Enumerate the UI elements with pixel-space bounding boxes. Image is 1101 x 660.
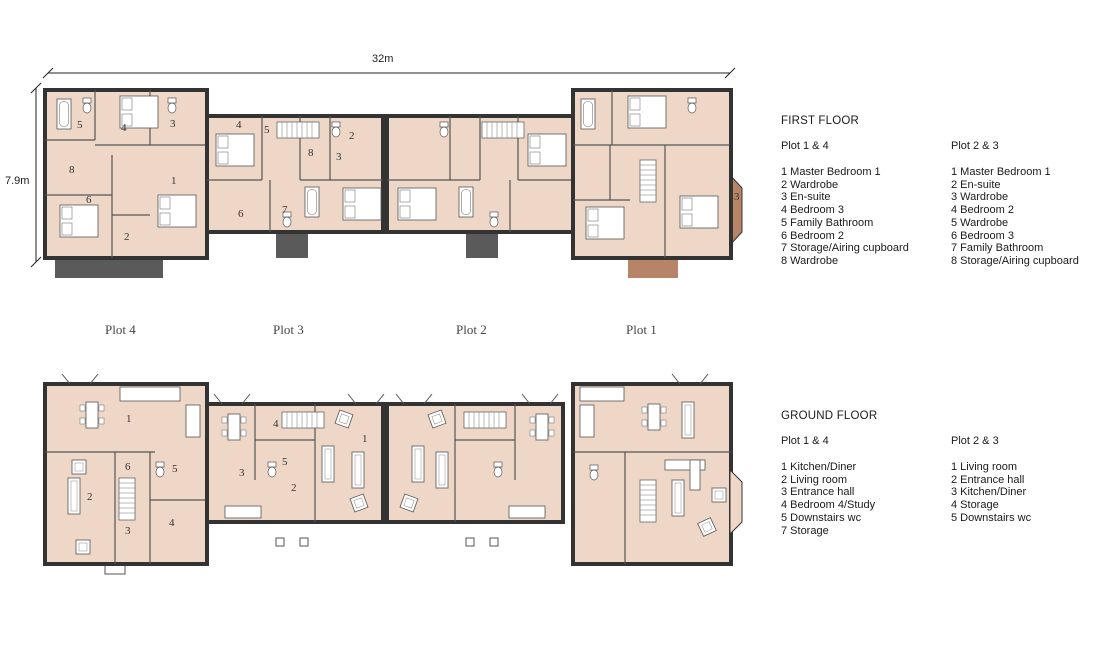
- ff-plot4-room-label: 6: [86, 194, 92, 206]
- depth-dimension-label: 7.9m: [5, 175, 30, 187]
- gf-plot3-room-label: 1: [362, 433, 368, 445]
- ff-plot4-room-label: 1: [171, 175, 177, 187]
- ff-plot4-room-label: 2: [124, 231, 130, 243]
- plot-4-label: Plot 4: [105, 322, 136, 337]
- plot-3-label: Plot 3: [273, 322, 304, 337]
- ground-floor-title: GROUND FLOOR: [781, 410, 878, 422]
- gf-plot4-room-label: 3: [125, 525, 131, 537]
- legend-item: 5 Downstairs wc: [781, 511, 862, 524]
- first-floor-title: FIRST FLOOR: [781, 115, 860, 127]
- first-floor-legend: FIRST FLOOR Plot 1 & 4 Plot 2 & 3 1 Mast…: [781, 115, 1091, 275]
- legend-item: 8 Wardrobe: [781, 254, 839, 267]
- gf-plot4-room-label: 4: [169, 517, 175, 529]
- legend-item: 2 Entrance hall: [951, 473, 1025, 486]
- ground-floor-right-list: 1 Living room 2 Entrance hall 3 Kitchen/…: [951, 461, 1031, 525]
- legend-item: 7 Storage: [781, 524, 829, 537]
- gf-plot4-room-label: 1: [126, 413, 132, 425]
- gf-plot-4: 1 6 5 2 3 4: [43, 373, 209, 575]
- gf-plot3-room-label: 5: [282, 456, 288, 468]
- plot-1-label: Plot 1: [626, 322, 657, 337]
- ff-plot4-room-label: 5: [77, 119, 83, 131]
- ff-plot-2: [385, 114, 575, 258]
- legend-item: 3 Kitchen/Diner: [951, 486, 1027, 499]
- ff-plot-4: 5 4 3 1 8 6 2: [43, 88, 209, 278]
- width-dimension: [42, 67, 736, 79]
- legend-item: 2 En-suite: [951, 178, 1001, 191]
- legend-item: 6 Bedroom 3: [951, 229, 1014, 242]
- ff-plot3-room-label: 4: [236, 119, 242, 131]
- legend-item: 1 Living room: [951, 461, 1018, 473]
- width-dimension-label: 32m: [372, 53, 394, 65]
- legend-item: 7 Family Bathroom: [951, 242, 1044, 255]
- gf-plot3-room-label: 2: [291, 482, 297, 494]
- legend-item: 4 Bedroom 4/Study: [781, 499, 876, 512]
- legend-item: 5 Downstairs wc: [951, 511, 1032, 524]
- ff-plot3-room-label: 3: [336, 151, 342, 163]
- ground-floor-right-heading: Plot 2 & 3: [951, 435, 999, 447]
- first-floor-right-heading: Plot 2 & 3: [951, 140, 999, 152]
- first-floor-plan: 5 4 3 1 8 6 2 4: [43, 88, 743, 278]
- first-floor-left-heading: Plot 1 & 4: [781, 140, 829, 152]
- ff-plot3-room-label: 5: [264, 124, 270, 136]
- legend-item: 3 En-suite: [781, 191, 831, 204]
- legend-item: 8 Storage/Airing cupboard: [951, 254, 1079, 267]
- ff-plot4-room-label: 3: [170, 118, 176, 130]
- gf-plot3-room-label: 3: [239, 467, 245, 479]
- legend-item: 1 Kitchen/Diner: [781, 461, 857, 473]
- ff-plot3-room-label: 8: [308, 147, 314, 159]
- legend-item: 7 Storage/Airing cupboard: [781, 242, 909, 255]
- ff-plot4-room-label: 4: [121, 122, 127, 134]
- gf-plot-2: [385, 393, 565, 547]
- legend-item: 4 Storage: [951, 499, 999, 512]
- gf-plot3-room-label: 4: [273, 418, 279, 430]
- ground-floor-legend: GROUND FLOOR Plot 1 & 4 Plot 2 & 3 1 Kit…: [781, 410, 1091, 550]
- gf-plot-3: 4 5 3 1 2: [205, 393, 385, 547]
- ground-floor-left-heading: Plot 1 & 4: [781, 435, 829, 447]
- ff-plot3-room-label: 7: [282, 204, 288, 216]
- gf-plot4-room-label: 6: [125, 461, 131, 473]
- legend-item: 4 Bedroom 2: [951, 204, 1014, 217]
- ff-plot3-room-label: 2: [349, 130, 355, 142]
- legend-item: 2 Living room: [781, 473, 848, 486]
- ff-plot-3: 4 5 2 8 3 6 7: [205, 114, 385, 258]
- legend-item: 5 Wardrobe: [951, 216, 1009, 229]
- legend-item: 1 Master Bedroom 1: [781, 166, 881, 178]
- ff-plot4-room-label: 8: [69, 164, 75, 176]
- legend-item: 4 Bedroom 3: [781, 204, 844, 217]
- legend-item: 2 Wardrobe: [781, 178, 839, 191]
- plot-2-label: Plot 2: [456, 322, 487, 337]
- legend-item: 3 Entrance hall: [781, 486, 855, 499]
- ff-plot1-room-label: 3: [734, 191, 740, 203]
- legend-item: 3 Wardrobe: [951, 191, 1009, 204]
- gf-plot-1: [571, 373, 743, 566]
- legend-item: 1 Master Bedroom 1: [951, 166, 1051, 178]
- ff-plot3-room-label: 6: [238, 208, 244, 220]
- ff-plot-1: 3: [571, 88, 743, 278]
- legend-item: 5 Family Bathroom: [781, 216, 874, 229]
- ground-floor-left-list: 1 Kitchen/Diner 2 Living room 3 Entrance…: [781, 461, 875, 537]
- ground-floor-plan: 1 6 5 2 3 4: [43, 373, 743, 575]
- first-floor-left-list: 1 Master Bedroom 1 2 Wardrobe 3 En-suite…: [781, 166, 909, 268]
- gf-plot4-room-label: 5: [172, 463, 178, 475]
- depth-dimension: [30, 82, 42, 268]
- legend-item: 6 Bedroom 2: [781, 229, 844, 242]
- gf-plot4-room-label: 2: [87, 491, 93, 503]
- first-floor-right-list: 1 Master Bedroom 1 2 En-suite 3 Wardrobe…: [951, 166, 1079, 268]
